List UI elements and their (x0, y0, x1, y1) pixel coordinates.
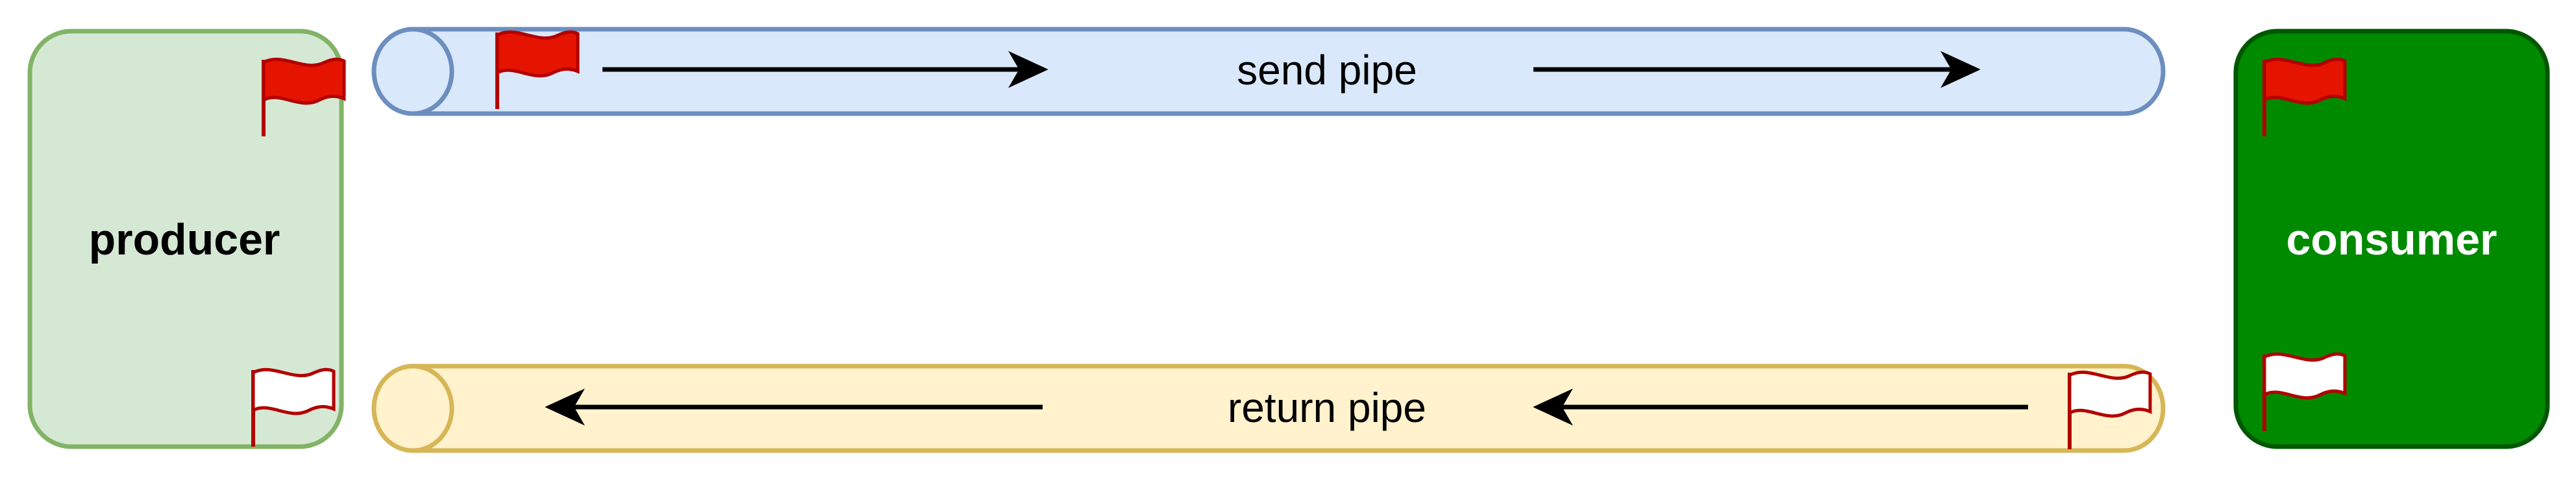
send-arrow-2 (1533, 51, 1981, 88)
consumer-node[interactable]: consumer (2233, 29, 2550, 449)
send-pipe-end-cap (371, 27, 454, 116)
return-pipe-end-cap (371, 364, 454, 453)
return-pipe-flag-icon (2068, 370, 2152, 449)
consumer-bottom-flag-icon (2262, 352, 2347, 431)
producer-top-flag-icon (262, 57, 346, 136)
consumer-box (2233, 29, 2550, 449)
send-pipe[interactable]: send pipe (371, 27, 2166, 116)
send-pipe-flag-icon (495, 30, 580, 109)
return-pipe-label: return pipe (1228, 384, 1426, 431)
return-pipe[interactable]: return pipe (371, 364, 2166, 453)
producer-label: producer (89, 215, 280, 264)
return-arrow-2 (1533, 388, 2028, 426)
return-arrow-1 (545, 388, 1043, 426)
send-pipe-label: send pipe (1237, 47, 1417, 93)
producer-bottom-flag-icon (251, 367, 336, 447)
consumer-label: consumer (2286, 215, 2497, 264)
consumer-top-flag-icon (2262, 57, 2347, 136)
send-arrow-1 (602, 51, 1048, 88)
